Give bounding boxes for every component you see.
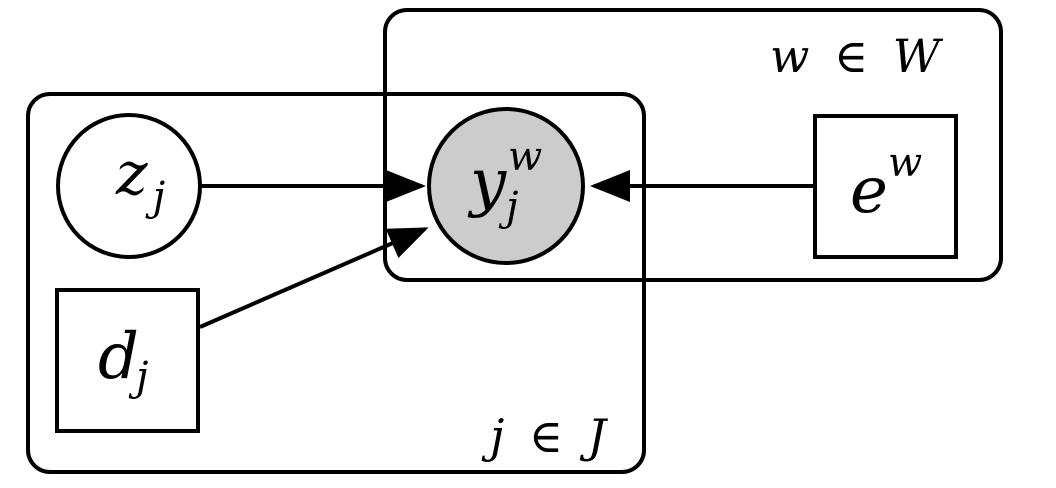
node-e-sup: w [888,140,922,186]
node-y-sup: w [508,134,542,180]
node-d: d j [55,288,200,433]
node-y: y w j [427,107,585,265]
plate-j-label: j ∈ J [481,409,609,463]
plate-w [383,8,1003,282]
plate-w-label: w ∈ W [770,29,944,83]
node-z-circle [56,113,202,259]
edge-d-to-y [199,227,429,329]
node-e-base: e [850,154,888,228]
node-z: z j [56,113,202,259]
node-d-square [55,288,200,433]
node-d-base: d [98,320,139,394]
node-e-square [813,114,958,259]
node-y-base: y [467,146,507,220]
node-y-circle [427,107,585,265]
plate-j [26,92,646,474]
node-e: e w [813,114,958,259]
